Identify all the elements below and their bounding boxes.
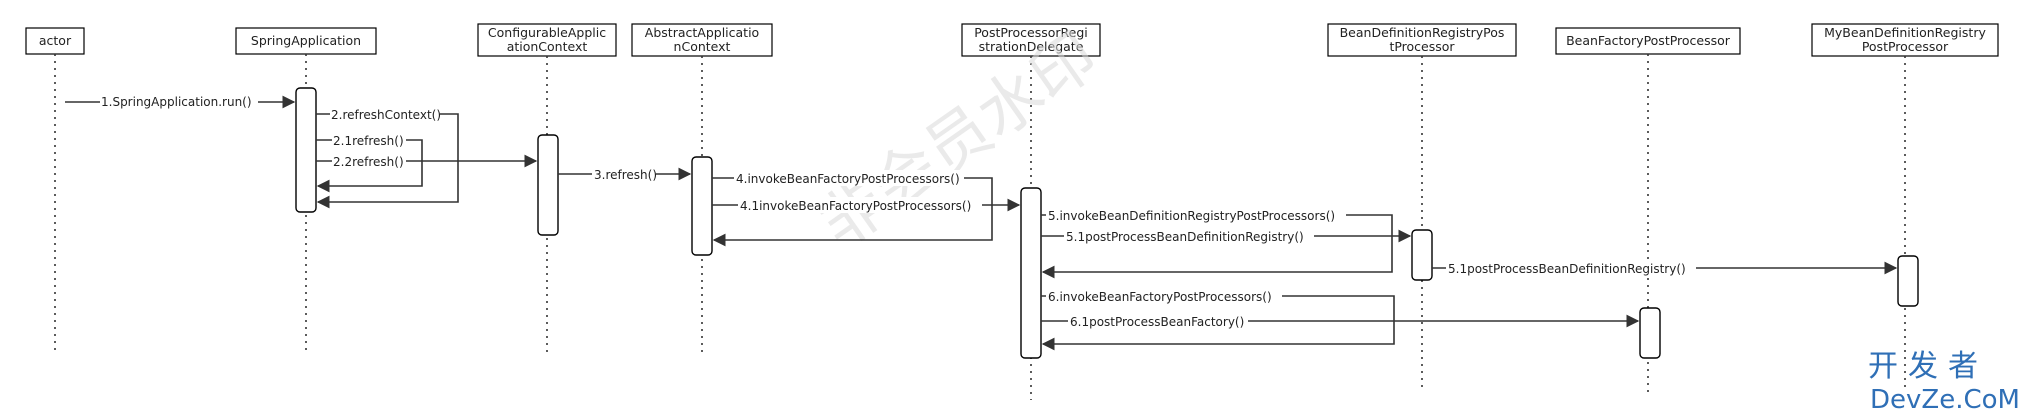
message-4-label: 4.invokeBeanFactoryPostProcessors()	[736, 172, 960, 186]
activation-bean-definition-registry-post-processor	[1411, 229, 1433, 281]
participant-bean-definition-registry-post-processor-label-1: BeanDefinitionRegistryPos	[1340, 25, 1505, 40]
message-2-2-label: 2.2refresh()	[333, 155, 404, 169]
participant-spring-application-label: SpringApplication	[251, 33, 361, 48]
participant-bean-factory-post-processor: BeanFactoryPostProcessor	[1555, 27, 1741, 55]
activation-post-processor-registration-delegate	[1020, 187, 1042, 359]
message-5-1-label: 5.1postProcessBeanDefinitionRegistry()	[1066, 230, 1304, 244]
participant-post-processor-registration-delegate: PostProcessorRegi strationDelegate	[961, 23, 1101, 57]
participant-post-processor-registration-delegate-label-1: PostProcessorRegi	[974, 25, 1088, 40]
participant-bean-factory-post-processor-label: BeanFactoryPostProcessor	[1566, 33, 1731, 48]
activation-abstract-application-context	[691, 156, 713, 256]
participant-spring-application: SpringApplication	[235, 27, 377, 55]
participant-my-bean-definition-registry-post-processor: MyBeanDefinitionRegistry PostProcessor	[1811, 23, 1999, 57]
message-1-label: 1.SpringApplication.run()	[101, 95, 252, 109]
activation-my-bean-definition-registry-post-processor	[1897, 255, 1919, 307]
watermark: 非会员水印	[807, 19, 1112, 263]
activation-bean-factory-post-processor	[1639, 307, 1661, 359]
participant-post-processor-registration-delegate-label-2: strationDelegate	[979, 39, 1084, 54]
activation-configurable-application-context	[537, 134, 559, 236]
message-5-label: 5.invokeBeanDefinitionRegistryPostProces…	[1048, 209, 1335, 223]
participant-abstract-application-context-label-2: nContext	[674, 39, 731, 54]
participant-configurable-application-context-label-1: ConfigurableApplic	[488, 25, 606, 40]
activation-spring-application	[295, 87, 317, 213]
brand-logo-en: DevZe.CoM	[1870, 385, 2020, 415]
participant-bean-definition-registry-post-processor-label-2: tProcessor	[1389, 39, 1455, 54]
message-2-label: 2.refreshContext()	[331, 108, 441, 122]
participant-abstract-application-context: AbstractApplicatio nContext	[631, 23, 773, 57]
message-4-1-label: 4.1invokeBeanFactoryPostProcessors()	[740, 199, 971, 213]
brand-logo-cn: 开发者	[1868, 349, 1988, 384]
participant-actor-label: actor	[39, 33, 72, 48]
message-6-label: 6.invokeBeanFactoryPostProcessors()	[1048, 290, 1272, 304]
participant-my-bean-definition-registry-post-processor-label-1: MyBeanDefinitionRegistry	[1824, 25, 1986, 40]
brand-logo: 开发者 DevZe.CoM	[1868, 349, 2020, 415]
message-6-1-label: 6.1postProcessBeanFactory()	[1070, 315, 1244, 329]
message-5-1-forward-label: 5.1postProcessBeanDefinitionRegistry()	[1448, 262, 1686, 276]
message-3-label: 3.refresh()	[594, 168, 657, 182]
participant-configurable-application-context-label-2: ationContext	[507, 39, 588, 54]
participant-configurable-application-context: ConfigurableApplic ationContext	[477, 23, 617, 57]
participant-my-bean-definition-registry-post-processor-label-2: PostProcessor	[1862, 39, 1949, 54]
participant-bean-definition-registry-post-processor: BeanDefinitionRegistryPos tProcessor	[1327, 23, 1517, 57]
participant-actor: actor	[25, 27, 85, 55]
message-2-1-label: 2.1refresh()	[333, 134, 404, 148]
participant-abstract-application-context-label-1: AbstractApplicatio	[645, 25, 759, 40]
